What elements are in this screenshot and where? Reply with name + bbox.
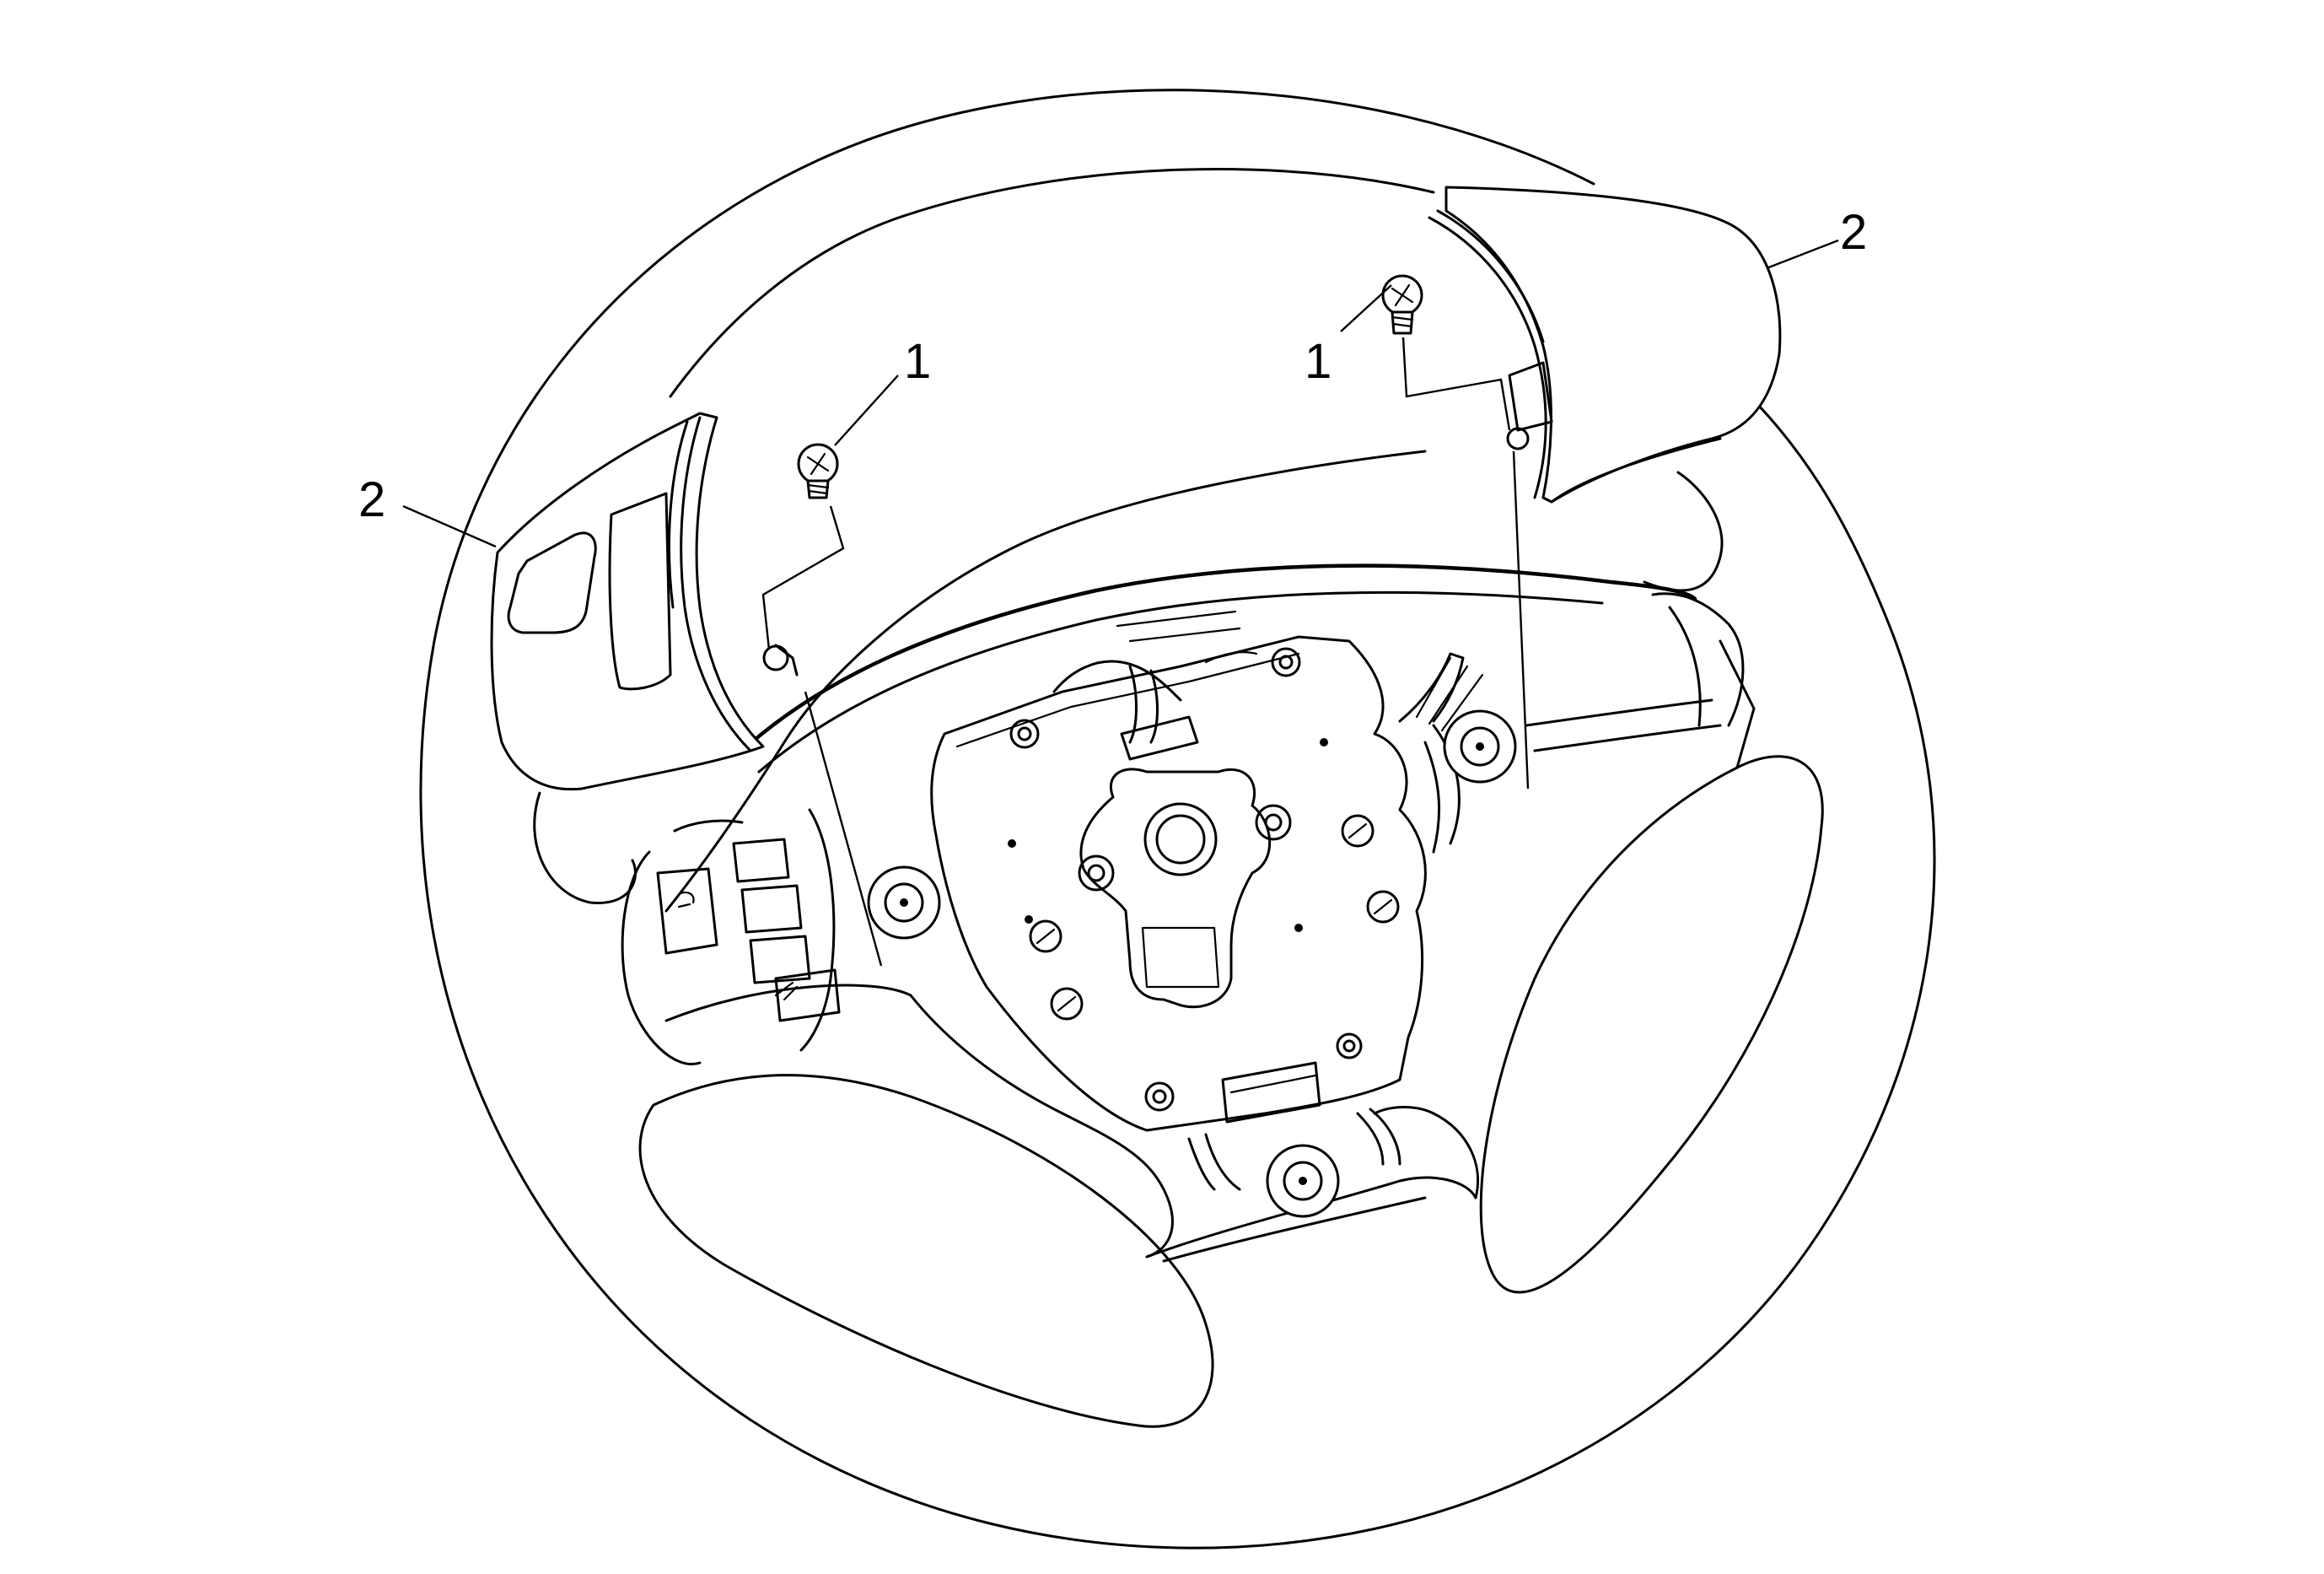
callout-switch-left: 2 (358, 472, 385, 527)
switch-cover-left (490, 412, 799, 791)
steering-wheel-hub (621, 563, 1756, 1263)
mounting-boss-left (867, 865, 941, 940)
callout-screw-left: 1 (904, 334, 931, 389)
hub-back-plate (930, 635, 1484, 1191)
steering-wheel-rim (419, 89, 1936, 1550)
mounting-boss-bottom (1266, 1144, 1340, 1218)
lower-right-spoke-window (1479, 755, 1824, 1294)
screw-left-icon (797, 443, 839, 499)
installation-guide-lines (761, 337, 1530, 967)
left-spoke-button-cluster (656, 808, 841, 1052)
lower-left-spoke-window (638, 1074, 1214, 1428)
screw-right-icon (1381, 274, 1423, 335)
mounting-boss-right (1443, 709, 1517, 784)
callout-screw-right: 1 (1305, 334, 1331, 389)
callout-leaders (402, 239, 1839, 548)
switch-cover-right (1428, 186, 1782, 504)
callout-switch-right: 2 (1840, 205, 1867, 260)
